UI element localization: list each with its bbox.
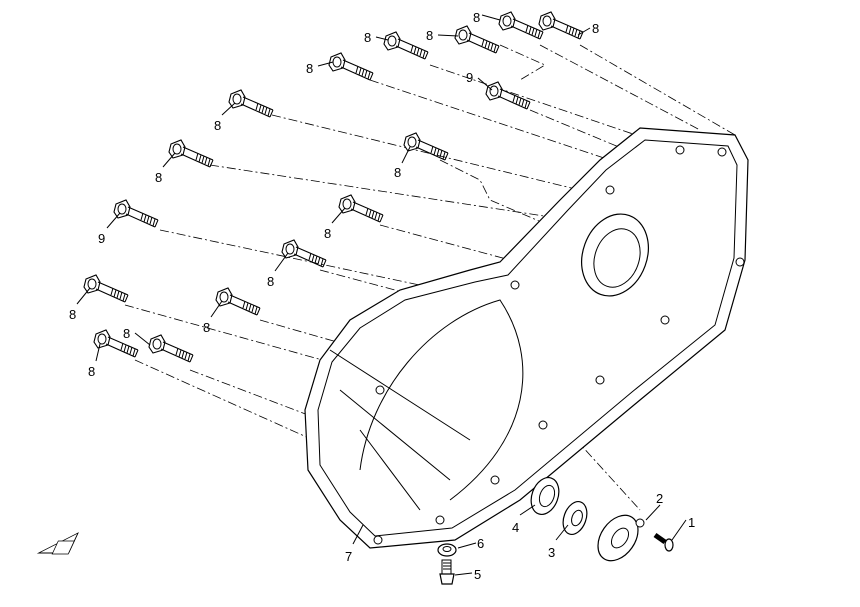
callout-label: 8 <box>394 165 401 180</box>
screw <box>653 532 674 552</box>
bolt <box>148 334 194 363</box>
bolt <box>538 11 584 40</box>
callout-label: 4 <box>512 520 519 535</box>
drain-bolt <box>439 559 455 585</box>
callout-label: 5 <box>474 567 481 582</box>
callout-label: 3 <box>548 545 555 560</box>
bolt <box>328 52 374 81</box>
plate <box>597 514 645 562</box>
callout-label: 8 <box>69 307 76 322</box>
callout-label: 8 <box>203 320 210 335</box>
washer <box>437 543 457 557</box>
callout-label: 6 <box>477 536 484 551</box>
bolt <box>215 287 261 316</box>
callout-label: 2 <box>656 491 663 506</box>
bolt <box>281 239 327 268</box>
callout-label: 8 <box>306 61 313 76</box>
bolt <box>83 274 129 303</box>
bolt <box>498 11 544 40</box>
callout-label: 8 <box>267 274 274 289</box>
bolt <box>168 139 214 168</box>
callout-label: 9 <box>98 231 105 246</box>
callout-label: 8 <box>473 10 480 25</box>
callouts: 8 8 8 8 8 9 8 8 8 9 8 8 8 8 8 8 1 2 3 4 … <box>69 10 695 582</box>
callout-label: 8 <box>426 28 433 43</box>
forward-arrow-icon <box>36 532 79 555</box>
callout-label: 1 <box>688 515 695 530</box>
callout-label: 9 <box>466 70 473 85</box>
bolt <box>454 25 500 54</box>
bolt <box>113 199 159 228</box>
callout-label: 8 <box>214 118 221 133</box>
bolt <box>485 81 531 110</box>
alignment-lines <box>124 44 736 511</box>
leader-lines <box>76 14 687 576</box>
bolt <box>338 194 384 223</box>
callout-label: 8 <box>88 364 95 379</box>
callout-label: 8 <box>324 226 331 241</box>
oil-seal <box>562 500 588 536</box>
callout-label: 8 <box>123 326 130 341</box>
callout-label: 8 <box>592 21 599 36</box>
callout-label: 8 <box>364 30 371 45</box>
bolt <box>228 89 274 118</box>
bolt <box>93 329 139 358</box>
bolt <box>383 31 429 60</box>
bearing <box>530 477 560 515</box>
callout-label: 7 <box>345 549 352 564</box>
crankcase-cover <box>304 127 749 549</box>
callout-label: 8 <box>155 170 162 185</box>
